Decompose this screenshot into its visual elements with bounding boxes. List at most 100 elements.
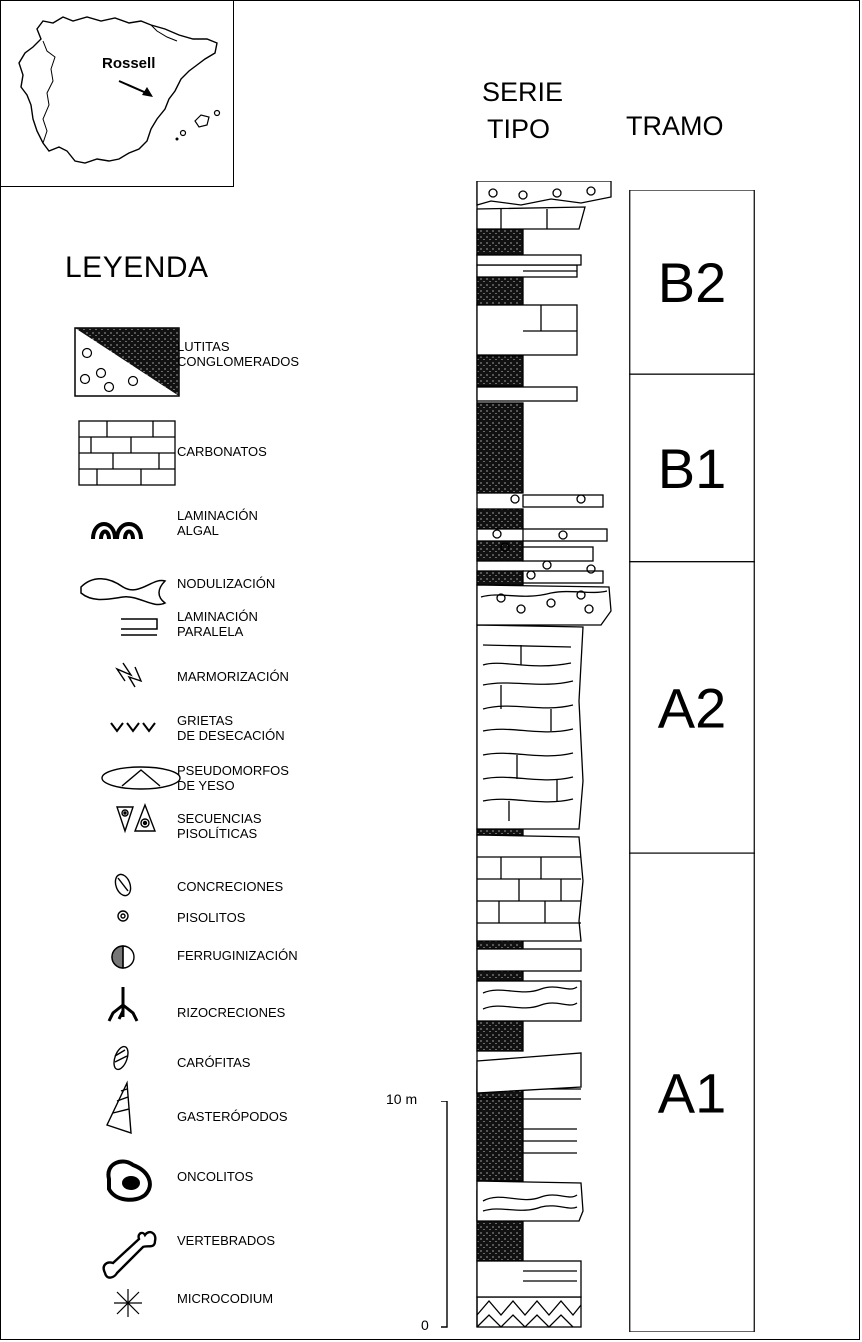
microcodium-symbol (114, 1289, 142, 1317)
legend-symbols (74, 327, 181, 1317)
portugal-border (42, 40, 56, 144)
pisolitos-symbol (117, 910, 129, 922)
basal-layer (476, 1296, 582, 1328)
laminacion-algal-symbol (91, 522, 143, 540)
tramo-unit-box-b2 (629, 190, 755, 375)
legend-label-line: CONGLOMERADOS (177, 354, 300, 369)
legend-label-nodulizacion: NODULIZACIÓN (177, 576, 275, 591)
legend-label-line: GRIETAS (177, 713, 234, 728)
pebbles (488, 186, 596, 614)
lutite-bed (476, 540, 524, 562)
legend-label-line: LUTITAS (177, 339, 230, 354)
balearic-menorca (213, 109, 221, 117)
map-location-label: Rossell (102, 55, 156, 72)
tramo-unit-label-a2: A2 (658, 676, 727, 739)
tramo-title: TRAMO (626, 111, 724, 141)
scale-bar (441, 1101, 448, 1328)
tramo-unit-label-a1: A1 (658, 1062, 727, 1125)
top-conglomerate-bed (476, 181, 612, 206)
legend-label-vertebrados: VERTEBRADOS (177, 1233, 275, 1248)
lutite-bed (476, 276, 524, 306)
carbonatos-symbol (78, 420, 176, 486)
marmorizacion-symbol (115, 662, 143, 688)
legend-label-carofitas: CARÓFITAS (177, 1055, 250, 1070)
legend-label-line: ONCOLITOS (177, 1169, 254, 1184)
legend-label-line: CARÓFITAS (177, 1055, 251, 1070)
pyrenees-border (150, 24, 178, 42)
legend-label-line: MICROCODIUM (177, 1291, 274, 1306)
legend-label-line: CONCRECIONES (177, 879, 284, 894)
lutitas-conglomerados-symbol (74, 327, 180, 397)
stratigraphic-column (476, 181, 612, 1328)
carbonate-bed (476, 386, 578, 402)
legend-label-line: MARMORIZACIÓN (177, 669, 289, 684)
carbonate-bed (476, 948, 582, 972)
legend-label-line: LAMINACIÓN (177, 508, 258, 523)
tramo-unit-box-b1 (629, 373, 755, 563)
legend-label-microcodium: MICROCODIUM (177, 1291, 273, 1306)
location-map: Rossell (1, 1, 234, 187)
iberia-coastline (18, 16, 218, 164)
rizocreciones-symbol (107, 987, 139, 1022)
legend-label-line: GASTERÓPODOS (177, 1109, 288, 1124)
column-title-line2: TIPO (487, 114, 551, 144)
lutite-bed (476, 355, 524, 387)
legend-label-line: PSEUDOMORFOS (177, 763, 289, 778)
legend-label-line: LAMINACIÓN (177, 609, 258, 624)
legend-label-line: ALGAL (177, 523, 219, 538)
carofitas-symbol (113, 1045, 129, 1071)
legend-label-line: PARALELA (177, 624, 244, 639)
lutite-bed (476, 970, 524, 982)
vertebrados-symbol (102, 1230, 157, 1279)
legend-label-line: DE YESO (177, 778, 235, 793)
carbonate-bed (476, 254, 582, 266)
lutite-bed (476, 402, 524, 494)
oncolitos-symbol (106, 1159, 152, 1202)
column-title-line1: SERIE (482, 77, 564, 107)
legend-label-gasteropodos: GASTERÓPODOS (177, 1109, 288, 1124)
legend-label-line: DE DESECACIÓN (177, 728, 285, 743)
carbonate-bed (476, 980, 582, 1022)
carbonate-bed (476, 304, 578, 356)
nodular-bed (476, 1180, 584, 1222)
legend-label-line: SECUENCIAS (177, 811, 262, 826)
lutite-bed (476, 228, 524, 256)
locator-arrow-head (142, 87, 153, 97)
lutite-bed (476, 508, 524, 530)
pseudomorfos-symbol (101, 766, 181, 790)
secuencias-symbol (116, 803, 157, 834)
legend-label-line: FERRUGINIZACIÓN (177, 948, 298, 963)
legend-label-oncolitos: ONCOLITOS (177, 1169, 253, 1184)
legend-label-ferruginizacion: FERRUGINIZACIÓN (177, 948, 298, 963)
legend-label-line: PISOLITOS (177, 910, 246, 925)
carbonate-bed (476, 1260, 582, 1298)
iberia-map (18, 16, 221, 164)
lutite-bed (476, 570, 524, 586)
gasteropodos-symbol (106, 1080, 132, 1134)
legend-label-carbonatos: CARBONATOS (177, 444, 267, 459)
scale-bottom-label: 0 (421, 1317, 429, 1333)
tramo-unit-label-b1: B1 (658, 437, 727, 500)
balearic-mallorca (194, 114, 210, 128)
legend-title: LEYENDA (65, 251, 209, 284)
tramo-unit-label-b2: B2 (658, 251, 727, 314)
legend-label-line: RIZOCRECIONES (177, 1005, 286, 1020)
legend-label-marmorizacion: MARMORIZACIÓN (177, 669, 289, 684)
legend-label-line: CARBONATOS (177, 444, 267, 459)
tramo-unit-box-a1 (629, 852, 755, 1332)
concreciones-symbol (114, 873, 132, 897)
legend-label-concreciones: CONCRECIONES (177, 879, 283, 894)
laminacion-paralela-symbol (121, 618, 158, 636)
ferruginizacion-symbol (111, 945, 135, 969)
lutite-bed (476, 940, 524, 950)
legend-label-rizocreciones: RIZOCRECIONES (177, 1005, 285, 1020)
legend-label-line: NODULIZACIÓN (177, 576, 276, 591)
